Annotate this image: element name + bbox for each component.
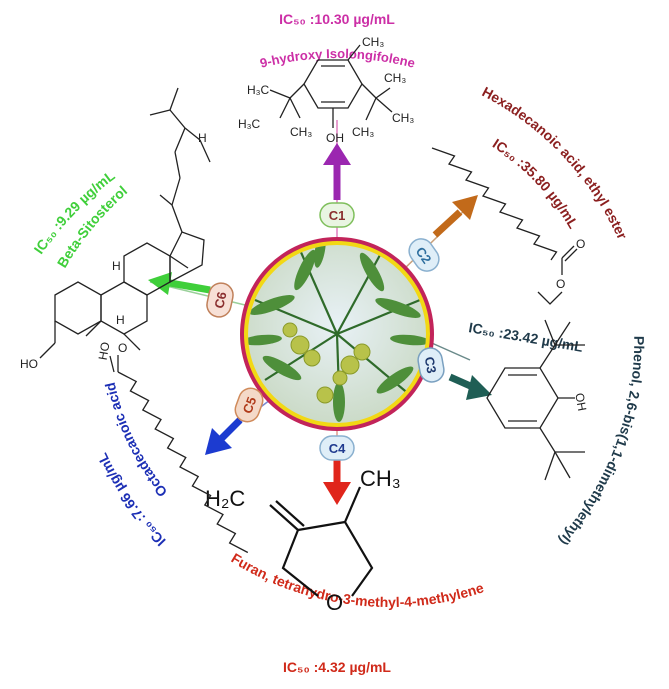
compound-labels: C1 C2 C3 C4 C5 C6 (206, 202, 445, 461)
c4-o: O (326, 590, 343, 615)
c1-ch3-r1: CH₃ (384, 71, 406, 85)
pill-c4: C4 (319, 435, 355, 461)
c5-o: O (118, 341, 127, 355)
c1-ch3-left: CH₃ (290, 125, 312, 139)
c1-h3c-2: H₃C (238, 117, 261, 131)
arrow-c4 (323, 458, 351, 505)
c6-ho: HO (20, 357, 38, 371)
arrow-c1 (323, 143, 351, 200)
c6-h-mid: H (112, 259, 121, 273)
c1-oh: OH (326, 131, 344, 145)
c2-o-top: O (576, 237, 585, 251)
leaves-graphic (248, 245, 426, 422)
pill-c6: C6 (206, 282, 234, 318)
arrows (148, 143, 492, 505)
c1-ic50: IC₅₀ :10.30 µg/mL (279, 11, 395, 27)
c1-ch3-r2: CH₃ (392, 111, 414, 125)
c6-h-low: H (116, 313, 125, 327)
c1-name: 9-hydroxy Isolongifolene (258, 46, 416, 71)
pill-c1: C1 (319, 202, 355, 228)
structure-c4: H₂C CH₃ O (205, 466, 401, 615)
c6-h-top: H (198, 131, 207, 145)
center-plant-image (240, 237, 434, 431)
c1-ch3-r3: CH₃ (352, 125, 374, 139)
c3-oh: OH (572, 392, 589, 412)
structure-c6: HO H H H (20, 87, 211, 371)
arrow-c2 (432, 195, 478, 238)
pill-c5-label: C5 (240, 395, 260, 416)
c1-h3c: H₃C (247, 83, 270, 97)
c1-ch3-top: CH₃ (362, 35, 384, 49)
arrow-c5 (205, 417, 243, 455)
c5-ho: HO (96, 341, 113, 361)
structure-c5: HO O (96, 341, 249, 554)
c2-o-ester: O (556, 277, 565, 291)
c2-name: Hexadecanoic acid, ethyl ester (480, 83, 631, 242)
pill-c3: C3 (417, 347, 445, 383)
c3-ic50: IC₅₀ :23.42 µg/mL (467, 319, 584, 355)
c4-ch3: CH₃ (360, 466, 401, 491)
c3-name: Phenol, 2,6-bis(1,1-dimethylethyl) (556, 336, 647, 549)
pill-c1-label: C1 (329, 208, 346, 223)
c4-h2c: H₂C (205, 486, 245, 511)
pill-c5: C5 (234, 387, 264, 423)
structure-c3: OH (486, 319, 589, 481)
c4-name: Furan, tetrahydro-3-methyl-4-methylene (229, 550, 486, 610)
c4-ic50: IC₅₀ :4.32 µg/mL (283, 659, 391, 675)
arrow-c6 (148, 272, 211, 295)
pill-c3-label: C3 (422, 356, 440, 375)
pill-c2: C2 (408, 238, 440, 272)
pill-c6-label: C6 (211, 290, 229, 309)
c5-ic50: IC₅₀ :7.66 µg/mL (94, 450, 169, 549)
structure-c1: CH₃ OH H₃C H₃C CH₃ CH₃ CH₃ CH₃ (238, 35, 414, 145)
structure-c2: O O (431, 147, 585, 305)
pill-c4-label: C4 (329, 441, 346, 456)
arrow-c3 (448, 373, 492, 400)
